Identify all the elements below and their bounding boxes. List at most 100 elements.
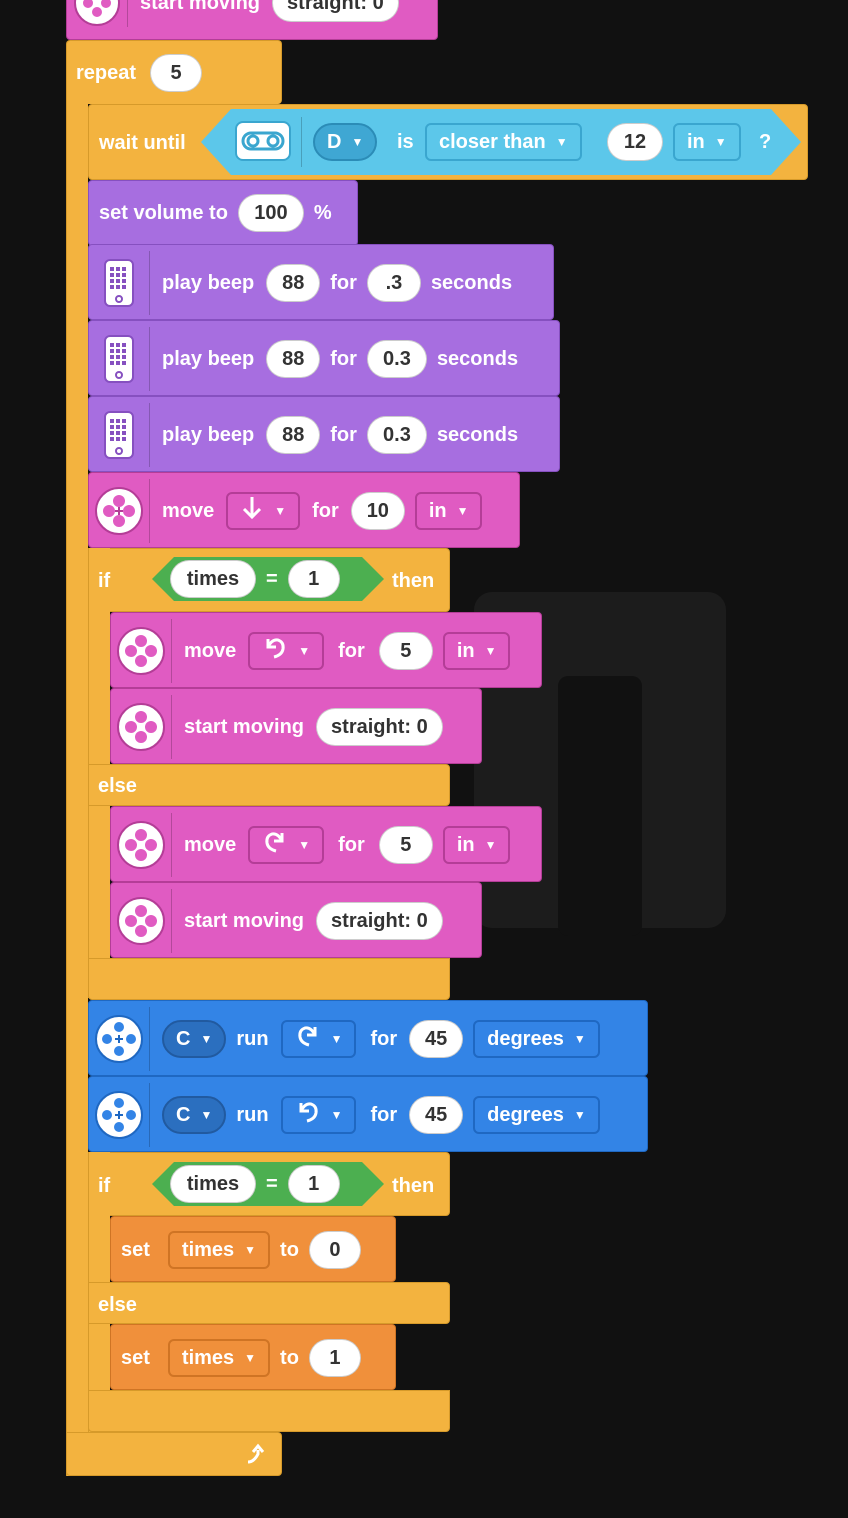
variable-dropdown[interactable]: times▼ [167, 1231, 271, 1269]
compare-value-input[interactable]: 1 [288, 1165, 340, 1203]
chevron-down-icon: ▼ [555, 135, 568, 149]
if-label: if [98, 570, 111, 592]
set-label: set [121, 1346, 150, 1369]
chevron-down-icon: ▼ [330, 1032, 343, 1046]
play-beep-block-2[interactable]: play beep 88 for 0.3 seconds [88, 320, 560, 396]
start-moving-block-else[interactable]: start moving straight: 0 [110, 882, 482, 958]
turn-left-icon [262, 635, 288, 667]
is-label: is [397, 131, 414, 153]
motor-direction-dropdown[interactable]: ▼ [280, 1096, 357, 1134]
direction-dropdown[interactable]: ▼ [226, 492, 301, 530]
repeat-footer [66, 1432, 282, 1476]
play-beep-block-3[interactable]: play beep 88 for 0.3 seconds [88, 396, 560, 472]
chevron-down-icon: ▼ [330, 1108, 343, 1122]
comparison-dropdown[interactable]: closer than▼ [425, 123, 582, 161]
volume-input[interactable]: 100 [237, 194, 304, 232]
play-beep-label: play beep [162, 347, 255, 370]
drive-base-icon [89, 479, 150, 543]
port-dropdown[interactable]: D▼ [313, 123, 377, 161]
arrow-down-icon [240, 495, 264, 527]
motor-amount-input[interactable]: 45 [409, 1020, 464, 1058]
beep-duration-input[interactable]: 0.3 [366, 340, 427, 378]
start-moving-block-top[interactable]: start moving straight: 0 [66, 0, 438, 40]
beep-note-input[interactable]: 88 [266, 416, 321, 454]
move-distance-input[interactable]: 5 [378, 632, 433, 670]
start-moving-value[interactable]: straight: 0 [272, 0, 399, 22]
motor-direction-dropdown[interactable]: ▼ [280, 1020, 357, 1058]
repeat-block[interactable] [66, 40, 282, 104]
set-value-input[interactable]: 1 [308, 1339, 361, 1377]
play-beep-label: play beep [162, 271, 255, 294]
motor-unit-dropdown[interactable]: degrees▼ [473, 1096, 600, 1134]
start-moving-block-then[interactable]: start moving straight: 0 [110, 688, 482, 764]
move-distance-input[interactable]: 5 [378, 826, 433, 864]
times-variable[interactable]: times [170, 1165, 256, 1203]
compare-value-input[interactable]: 1 [288, 560, 340, 598]
set-variable-block-then[interactable]: set times▼ to 0 [110, 1216, 396, 1282]
equals-condition[interactable]: times = 1 [152, 1162, 384, 1206]
distance-unit-dropdown[interactable]: in▼ [673, 123, 741, 161]
drive-base-icon [111, 619, 172, 683]
move-unit-dropdown[interactable]: in▼ [414, 492, 483, 530]
distance-sensor-icon [235, 121, 291, 161]
repeat-count-input[interactable]: 5 [150, 54, 203, 92]
for-label: for [338, 833, 365, 856]
repeat-header: repeat 5 [76, 52, 203, 94]
times-variable[interactable]: times [170, 560, 256, 598]
move-unit-dropdown[interactable]: in▼ [442, 632, 511, 670]
loop-arrow-icon [242, 1440, 272, 1470]
variable-dropdown[interactable]: times ▼ [167, 1339, 271, 1377]
equals-condition[interactable]: times = 1 [152, 557, 384, 601]
turn-right-icon [262, 829, 288, 861]
wait-until-block[interactable]: wait until D▼ is closer than▼ 12 in▼ ? [88, 104, 808, 180]
port-value: C [176, 1103, 191, 1126]
drive-base-icon [111, 813, 172, 877]
motor-port-dropdown[interactable]: C▼ [162, 1096, 227, 1134]
motor-amount-input[interactable]: 45 [409, 1096, 464, 1134]
start-moving-value[interactable]: straight: 0 [316, 708, 443, 746]
if2-footer [88, 1390, 450, 1432]
hub-speaker-icon [89, 251, 150, 315]
question-mark: ? [759, 131, 772, 153]
move-block-turn-left[interactable]: move ▼ for 5 in▼ [110, 612, 542, 688]
motor-run-block-2[interactable]: C▼ run ▼ for 45 degrees▼ [88, 1076, 648, 1152]
play-beep-block-1[interactable]: play beep 88 for .3 seconds [88, 244, 554, 320]
chevron-down-icon: ▼ [244, 1351, 257, 1365]
beep-note-input[interactable]: 88 [266, 340, 321, 378]
variable-value: times [181, 1346, 235, 1369]
move-distance-input[interactable]: 10 [350, 492, 405, 530]
distance-value-input[interactable]: 12 [607, 123, 663, 161]
beep-duration-input[interactable]: .3 [366, 264, 421, 302]
move-label: move [162, 499, 215, 522]
for-label: for [312, 499, 339, 522]
motor-run-block-1[interactable]: C▼ run ▼ for 45 degrees▼ [88, 1000, 648, 1076]
distance-condition[interactable]: D▼ is closer than▼ 12 in▼ ? [201, 109, 801, 175]
motor-port-dropdown[interactable]: C▼ [162, 1020, 227, 1058]
if1-else-bar [88, 764, 450, 806]
unit-value: in [456, 639, 475, 662]
variable-value: times [181, 1238, 235, 1261]
unit-value: in [456, 833, 475, 856]
beep-note-input[interactable]: 88 [266, 264, 321, 302]
unit-value: degrees [487, 1103, 564, 1126]
unit-value: in [428, 499, 447, 522]
for-label: for [330, 271, 357, 294]
set-value-input[interactable]: 0 [308, 1231, 361, 1269]
move-block-turn-right[interactable]: move ▼ for 5 in▼ [110, 806, 542, 882]
start-moving-value[interactable]: straight: 0 [316, 902, 443, 940]
canvas-background-cutout [558, 676, 642, 936]
set-volume-block[interactable]: set volume to 100 % [88, 180, 358, 246]
direction-dropdown[interactable]: ▼ [248, 826, 325, 864]
then-label: then [392, 1175, 435, 1197]
set-variable-block-else[interactable]: set times▼ to 1 [110, 1324, 396, 1390]
direction-dropdown[interactable]: ▼ [248, 632, 325, 670]
move-unit-dropdown[interactable]: in▼ [442, 826, 511, 864]
for-label: for [338, 639, 365, 662]
unit-value: in [687, 130, 705, 153]
hub-speaker-icon [89, 327, 150, 391]
beep-duration-input[interactable]: 0.3 [366, 416, 427, 454]
else-label: else [98, 1294, 137, 1316]
repeat-arm [66, 100, 88, 1476]
move-block-down[interactable]: move ▼ for 10 in▼ [88, 472, 520, 548]
motor-unit-dropdown[interactable]: degrees▼ [473, 1020, 600, 1058]
